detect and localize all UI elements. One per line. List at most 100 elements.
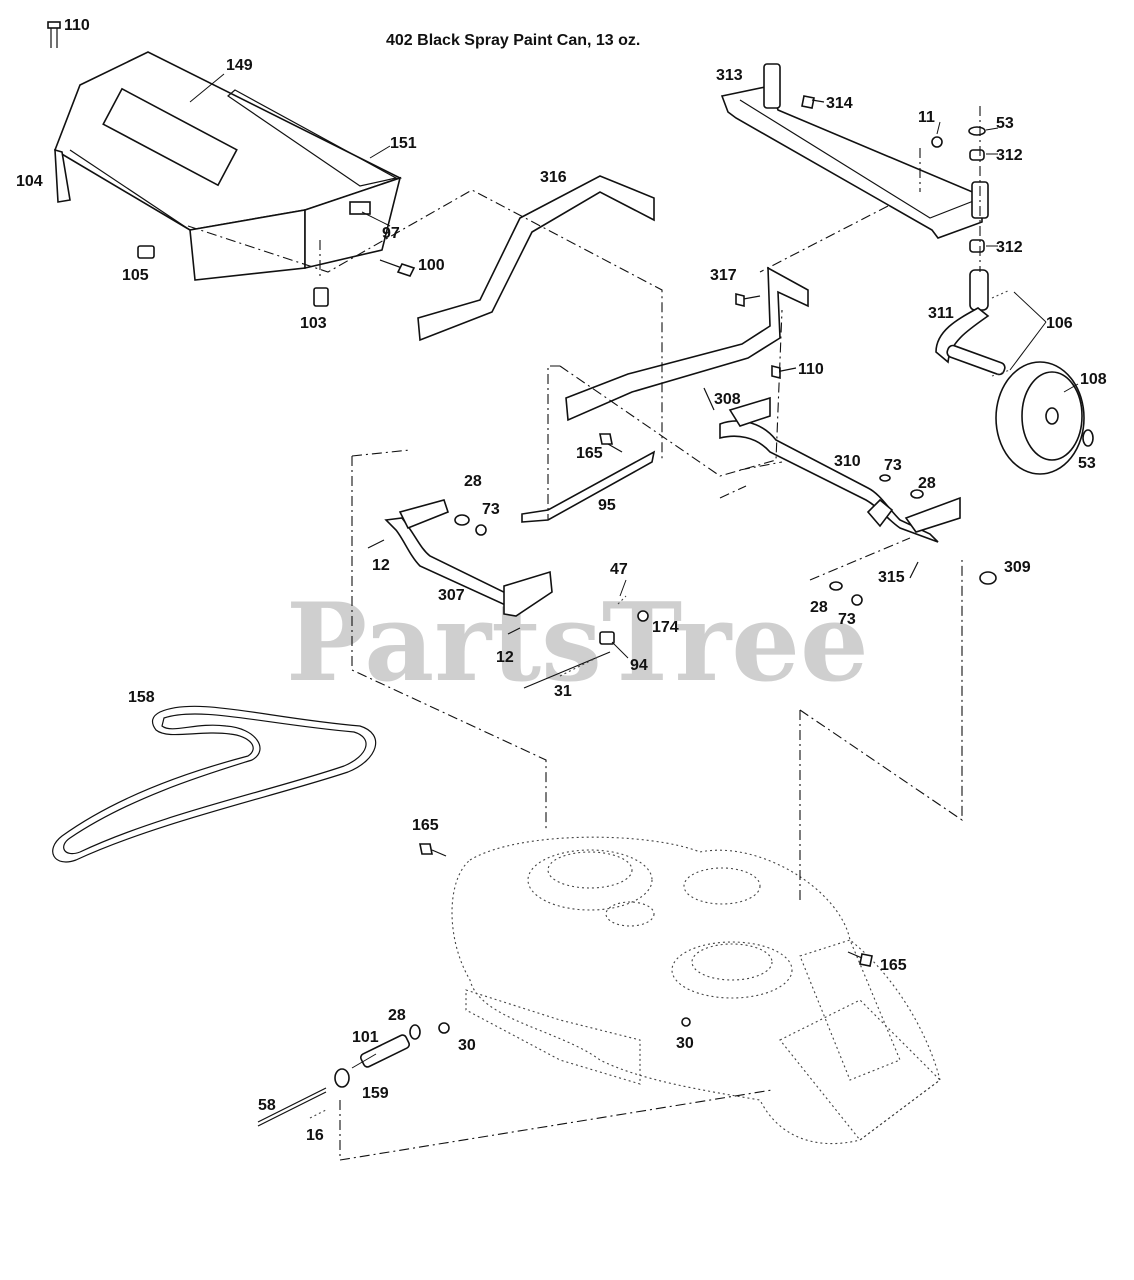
callout-110-mid: 110 (798, 361, 824, 378)
spring-47 (617, 595, 627, 605)
callout-53-bottom: 53 (1078, 455, 1096, 472)
bolt-110-top (47, 21, 61, 48)
callout-110: 110 (64, 17, 90, 34)
nut-30-deck (681, 1017, 691, 1027)
callout-12-left: 12 (372, 557, 390, 574)
lift-shaft-307 (384, 499, 553, 617)
callout-58: 58 (258, 1097, 276, 1114)
rod-58 (257, 1091, 327, 1127)
bolt-100 (379, 259, 416, 277)
callout-307: 307 (438, 587, 465, 604)
clip-105 (137, 245, 155, 259)
nut-73-lower (851, 594, 863, 606)
callout-28-right: 28 (918, 475, 936, 492)
bolt-165-deck-left (419, 843, 447, 857)
callout-316: 316 (540, 169, 567, 186)
callout-165-deck-right: 165 (880, 957, 907, 974)
watermark: PartsTree (286, 580, 869, 706)
callout-317: 317 (710, 267, 737, 284)
paint-note: 402 Black Spray Paint Can, 13 oz. (386, 32, 640, 49)
bolt-165-deck-right (847, 951, 873, 967)
eyebolt-159 (334, 1068, 350, 1088)
callout-53-top: 53 (996, 115, 1014, 132)
nut-103 (313, 287, 329, 307)
nut-174 (637, 610, 649, 622)
bolt-314 (801, 95, 825, 109)
callout-30-deck: 30 (676, 1035, 694, 1052)
bushing-312-top (969, 149, 985, 161)
callout-12-lower: 12 (496, 649, 514, 666)
callout-174: 174 (652, 619, 679, 636)
callout-73-left: 73 (482, 501, 500, 518)
callout-312-bottom: 312 (996, 239, 1023, 256)
callout-73-lower: 73 (838, 611, 856, 628)
washer-28-spring (409, 1024, 421, 1040)
callout-94: 94 (630, 657, 648, 674)
callout-47: 47 (610, 561, 628, 578)
callout-313: 313 (716, 67, 743, 84)
nut-11 (931, 136, 943, 148)
callout-101: 101 (352, 1029, 379, 1046)
bolt-165-link (599, 433, 623, 453)
washer-53-bottom (1082, 429, 1094, 447)
assembly-guides (187, 106, 981, 1161)
washer-309 (979, 571, 997, 585)
callout-312-top: 312 (996, 147, 1023, 164)
callout-159: 159 (362, 1085, 389, 1102)
belt-cover (54, 51, 403, 281)
washer-53-top (968, 126, 986, 136)
pin-12-left (367, 539, 385, 549)
callout-100: 100 (418, 257, 445, 274)
leader-lines (189, 73, 1079, 1069)
callout-165-deck-left: 165 (412, 817, 439, 834)
callout-16: 16 (306, 1127, 324, 1144)
nut-73-left (475, 524, 487, 536)
pin-16 (309, 1109, 327, 1119)
callout-28-spring: 28 (388, 1007, 406, 1024)
adjust-rod-31 (523, 651, 611, 689)
deck-support-317 (565, 266, 809, 422)
callout-104: 104 (16, 173, 43, 190)
callout-308: 308 (714, 391, 741, 408)
bolt-110-mid (771, 364, 797, 380)
callout-73-right: 73 (884, 457, 902, 474)
callout-106: 106 (1046, 315, 1073, 332)
bushing-312-bottom (969, 239, 985, 253)
callout-105: 105 (122, 267, 149, 284)
callout-30-spring: 30 (458, 1037, 476, 1054)
front-axle-313 (720, 63, 989, 239)
callout-314: 314 (826, 95, 853, 112)
deck-support-316 (417, 175, 655, 342)
callout-28-lower: 28 (810, 599, 828, 616)
callout-103: 103 (300, 315, 327, 332)
washer-28-lower (829, 581, 843, 591)
pin-315 (909, 561, 919, 579)
washer-28-left (454, 514, 470, 526)
mower-deck (451, 836, 941, 1145)
callout-158: 158 (128, 689, 155, 706)
nut-73-right (879, 474, 891, 482)
lift-shaft-310 (719, 396, 961, 543)
callout-28-left: 28 (464, 473, 482, 490)
callout-97: 97 (382, 225, 400, 242)
callout-95: 95 (598, 497, 616, 514)
block-94 (599, 631, 615, 645)
wheel-108 (995, 361, 1085, 475)
callout-165-link: 165 (576, 445, 603, 462)
link-95 (521, 450, 656, 523)
wheel-spindle-311 (935, 269, 1006, 376)
bolt-317 (735, 292, 761, 308)
callout-310: 310 (834, 453, 861, 470)
belt-158 (52, 705, 377, 863)
callout-149: 149 (226, 57, 253, 74)
callout-labels: 110 149 151 104 97 100 105 103 316 313 3… (16, 17, 1107, 1144)
callout-11: 11 (918, 109, 935, 126)
washer-28-right (910, 489, 924, 499)
callout-311: 311 (928, 305, 954, 322)
pin-308 (703, 387, 715, 411)
callout-31: 31 (554, 683, 572, 700)
nut-30-spring (438, 1022, 450, 1034)
callout-309: 309 (1004, 559, 1031, 576)
callout-151: 151 (390, 135, 417, 152)
